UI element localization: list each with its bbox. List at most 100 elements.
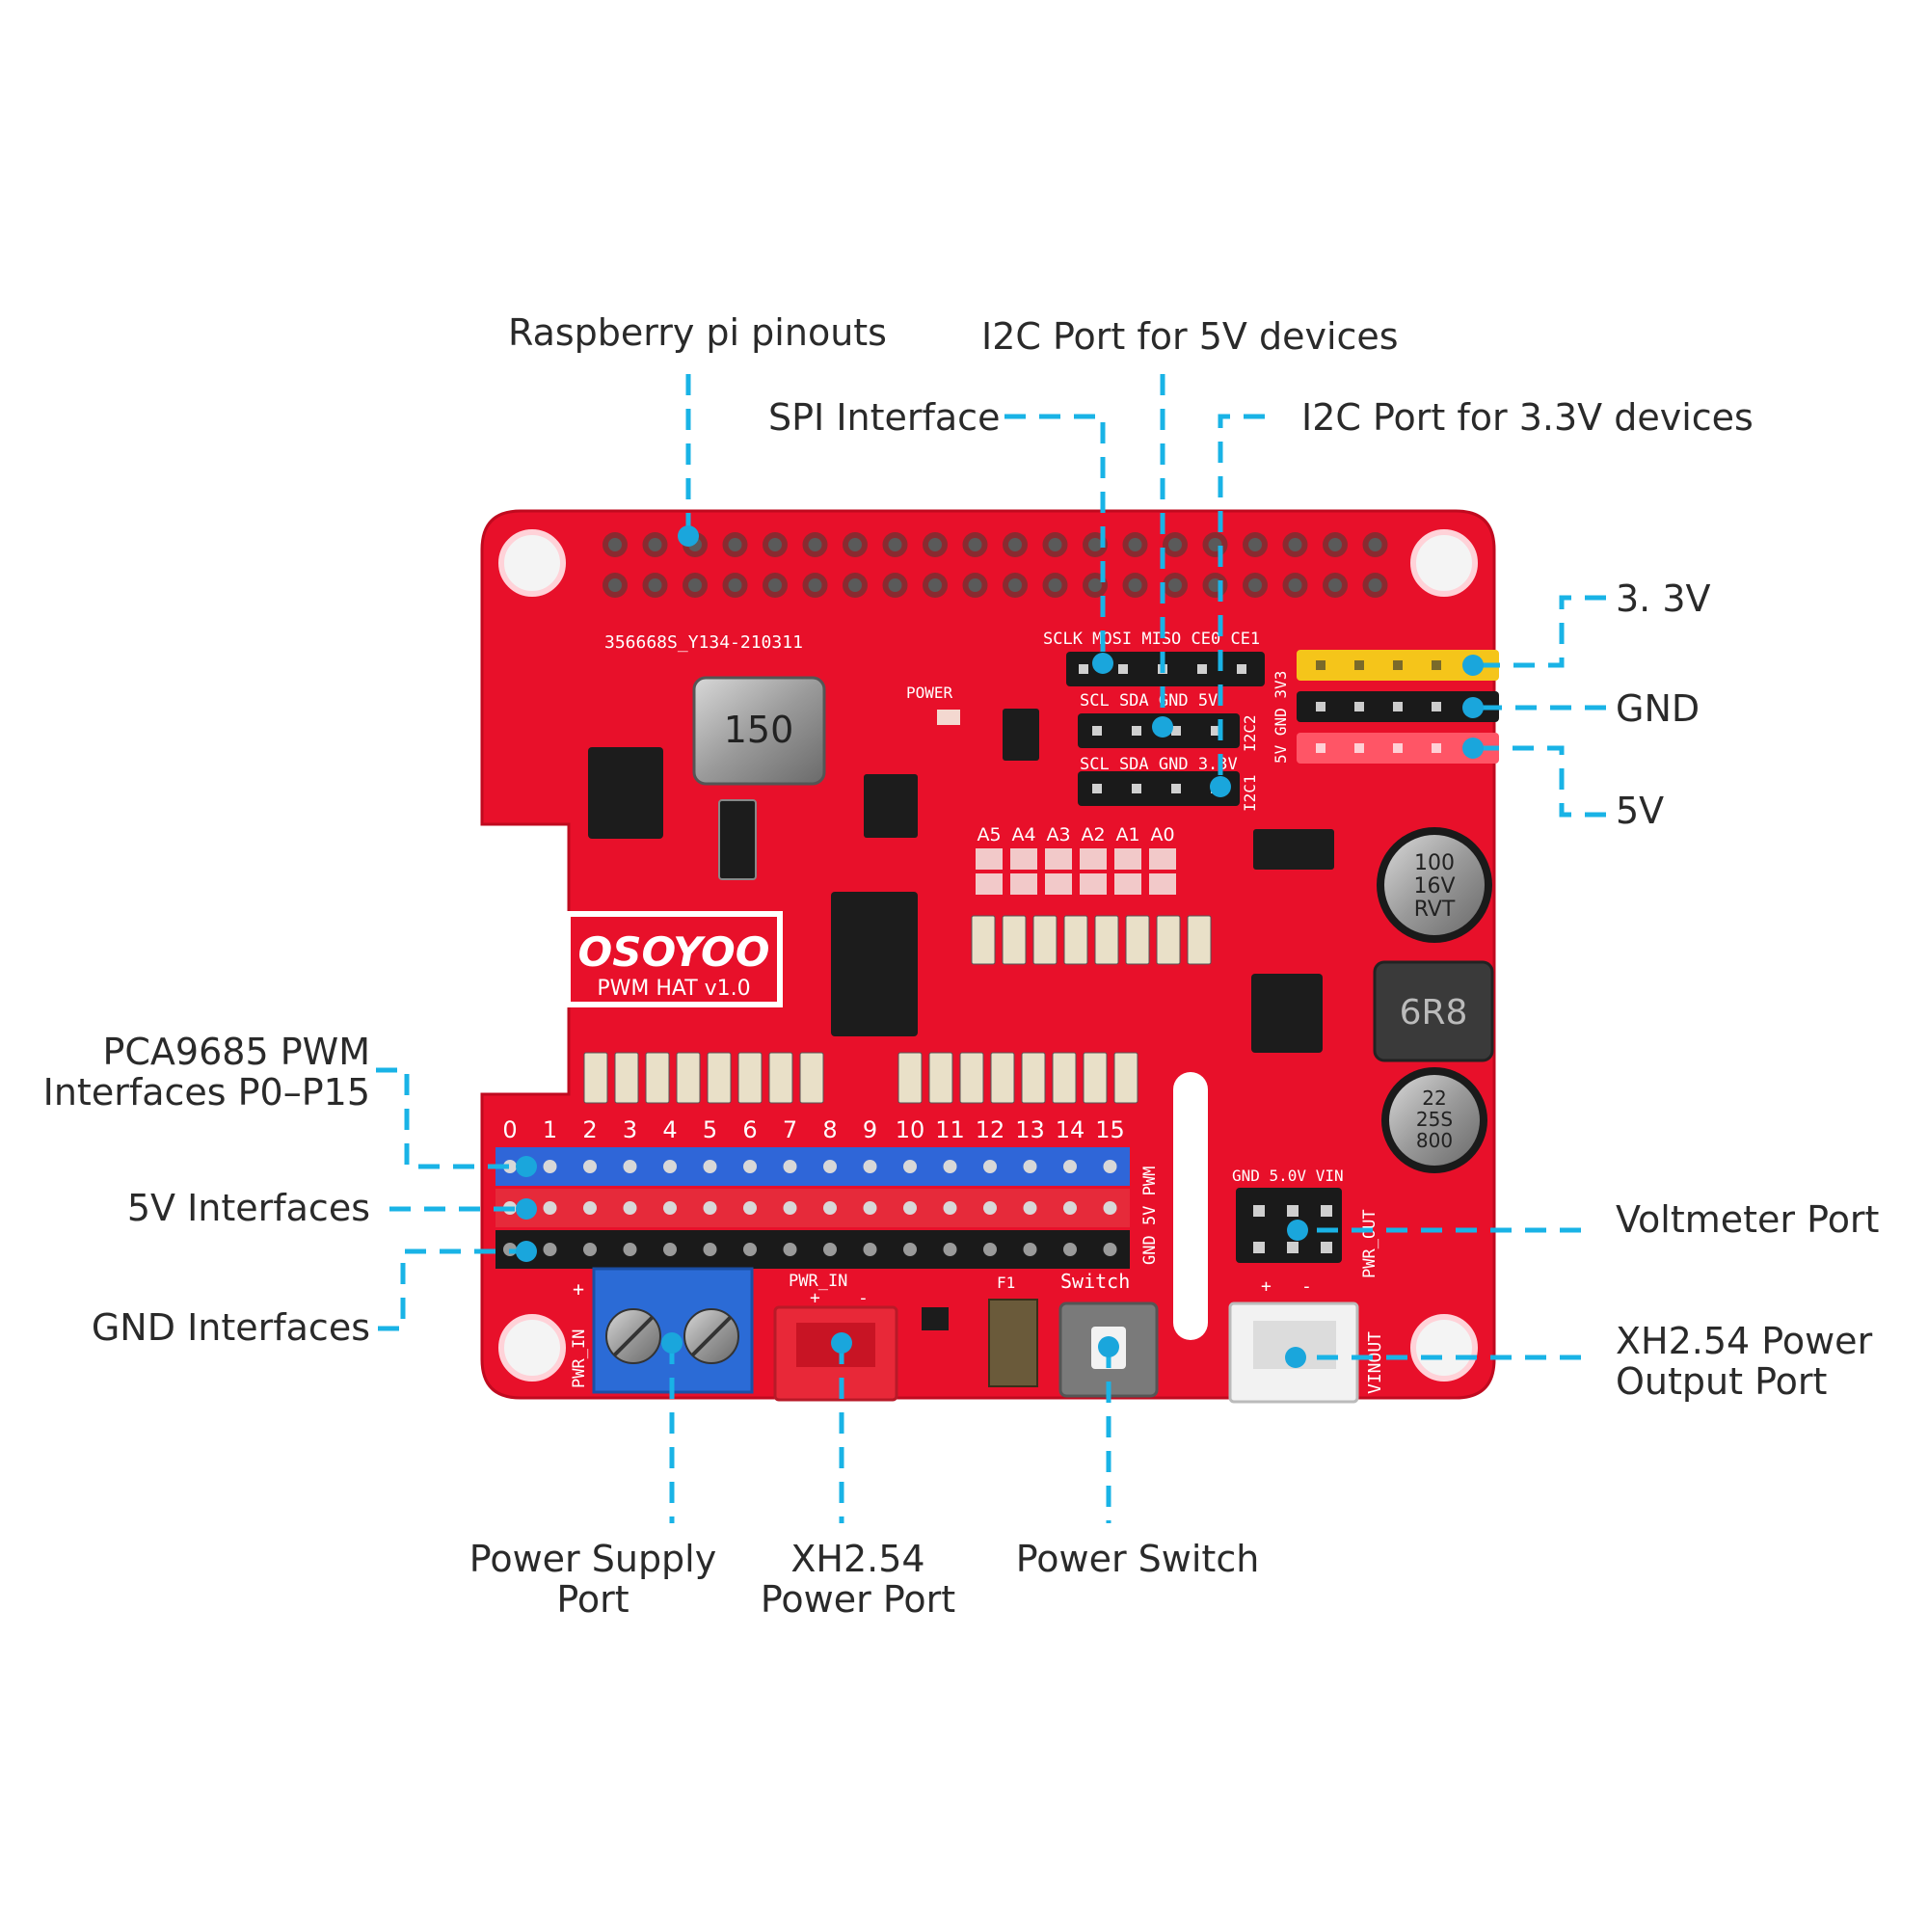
label-pwm-line2: Interfaces P0–P15 (43, 1071, 370, 1114)
label-xh-output-line1: XH2.54 Power (1616, 1320, 1873, 1362)
pwm-header-pin (1063, 1243, 1077, 1256)
pwm-header-pin (503, 1160, 517, 1173)
pwm-header-pin (823, 1160, 837, 1173)
mounting-hole (498, 1314, 566, 1382)
voltmeter-pin (1287, 1242, 1299, 1253)
raspberry-pi-header (602, 532, 1388, 598)
address-pad (1045, 873, 1072, 895)
ic-u2 (1251, 974, 1323, 1053)
capacitor-c11 (1381, 1067, 1487, 1173)
pwm-header-pin (1103, 1201, 1117, 1215)
rail-gnd-pin (1432, 702, 1441, 711)
address-pad (976, 848, 1003, 870)
gpio-pin (728, 538, 742, 551)
channel-number: 7 (783, 1116, 797, 1143)
resistor (737, 1052, 763, 1104)
address-pad (976, 873, 1003, 895)
label-power-supply-line2: Port (556, 1578, 629, 1621)
board-slot (1173, 1072, 1208, 1340)
rail-3v3-pin (1432, 660, 1441, 670)
gpio-pin (1328, 578, 1342, 592)
gpio-pin (1328, 538, 1342, 551)
fuse-label: F1 (997, 1274, 1015, 1292)
channel-number: 10 (896, 1116, 925, 1143)
pwm-header-pin (543, 1201, 557, 1215)
spi-pin (1118, 664, 1128, 674)
pwm-header-pin (663, 1243, 677, 1256)
channel-number: 12 (976, 1116, 1005, 1143)
cap-c11-line2: 25S (1416, 1108, 1453, 1131)
gpio-pin (1048, 578, 1062, 592)
pwm-header-pin (623, 1243, 637, 1256)
inductor-l1-code: 150 (724, 709, 794, 751)
pwm-header-pin (1103, 1243, 1117, 1256)
rail-5v-pin (1316, 743, 1326, 753)
label-power-switch: Power Switch (1016, 1538, 1260, 1580)
resistor (928, 1052, 953, 1104)
channel-number: 9 (863, 1116, 877, 1143)
leader-5v (1475, 745, 1606, 818)
gpio-pin (928, 538, 942, 551)
ic-u1 (1003, 709, 1039, 761)
gpio-pin (768, 578, 782, 592)
screw-right (683, 1308, 739, 1364)
label-5v: 5V (1616, 790, 1664, 832)
channel-number: 2 (582, 1116, 597, 1143)
label-gnd-interfaces: GND Interfaces (92, 1306, 370, 1349)
channel-number: 3 (623, 1116, 637, 1143)
cap-c9-line3: RVT (1414, 898, 1456, 922)
gpio-pin (968, 538, 982, 551)
resistor (583, 1052, 608, 1104)
mounting-hole (1410, 529, 1478, 597)
switch-label: Switch (1060, 1270, 1130, 1293)
vinout-minus: - (1301, 1276, 1312, 1297)
label-i2c-5v: I2C Port for 5V devices (981, 315, 1399, 358)
leader-spi (1004, 414, 1106, 663)
spi-pin (1237, 664, 1246, 674)
resistor (1094, 915, 1119, 965)
pwm-header-pin (823, 1201, 837, 1215)
pwm-header-pin (583, 1201, 597, 1215)
address-pad (1149, 873, 1176, 895)
label-i2c-3v3: I2C Port for 3.3V devices (1301, 396, 1754, 439)
label-xh-output-line2: Output Port (1616, 1360, 1827, 1403)
resistor (799, 1052, 824, 1104)
pwm-header-pin (743, 1243, 757, 1256)
address-pin-label: A4 (1011, 824, 1035, 845)
address-pin-label: A2 (1081, 824, 1105, 845)
resistor (990, 1052, 1015, 1104)
voltmeter-pin (1287, 1205, 1299, 1217)
voltmeter-pin (1321, 1205, 1332, 1217)
i2c2-tag: I2C2 (1241, 714, 1259, 752)
channel-number: 15 (1095, 1116, 1125, 1143)
pwm-header-pin (783, 1160, 797, 1173)
screw-left (605, 1308, 661, 1364)
gpio-pin (1128, 538, 1142, 551)
resistor (1187, 915, 1212, 965)
spi-pin-labels: SCLK MOSI MISO CE0 CE1 (1043, 630, 1260, 649)
pwm-header-pin (983, 1160, 997, 1173)
dot-i2c-5v (1152, 716, 1173, 738)
address-pad (1114, 873, 1141, 895)
channel-number: 11 (935, 1116, 965, 1143)
pwm-header-pin (623, 1160, 637, 1173)
pwm-header-pin (783, 1201, 797, 1215)
pwm-header-pin (743, 1160, 757, 1173)
voltmeter-pin (1253, 1242, 1265, 1253)
diode-d1 (718, 799, 757, 880)
i2c-5v-pin (1132, 726, 1141, 736)
cap-c11-line3: 800 (1416, 1129, 1453, 1152)
label-xh-power-line2: Power Port (761, 1578, 955, 1621)
pwm-header-pin (1103, 1160, 1117, 1173)
i2c-5v-pin (1092, 726, 1102, 736)
ic-u5 (864, 774, 918, 838)
pwm-header-pin (663, 1160, 677, 1173)
gpio-pin (608, 538, 622, 551)
label-raspberry-pinouts: Raspberry pi pinouts (508, 311, 887, 354)
channel-number: 14 (1056, 1116, 1085, 1143)
leader-pwm (376, 1067, 526, 1169)
pwm-header-pin (943, 1201, 957, 1215)
address-pad (1080, 873, 1107, 895)
pwm-header-pin (983, 1243, 997, 1256)
